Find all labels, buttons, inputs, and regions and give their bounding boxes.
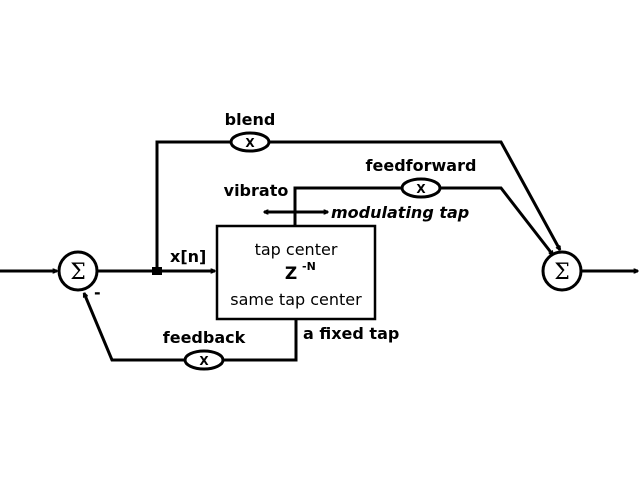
blend-label: blend: [225, 110, 276, 129]
blend-multiplier: X: [229, 131, 271, 153]
delay-top-text: tap center: [255, 240, 338, 259]
feedforward-path-out: [440, 186, 555, 255]
input-signal-label: x[n]: [170, 247, 206, 266]
feedback-label: feedback: [163, 328, 246, 347]
sigma-icon: Σ: [70, 260, 86, 285]
multiply-icon: X: [199, 354, 209, 368]
feedback-multiplier: X: [183, 349, 225, 371]
delay-operator: Z: [285, 264, 297, 284]
feedforward-multiplier: X: [400, 177, 442, 199]
input-summer: Σ: [57, 250, 99, 292]
delay-block: tap center Z -N same tap center: [215, 224, 377, 321]
feedback-path-in: [223, 319, 298, 362]
multiply-icon: X: [245, 136, 255, 150]
sigma-icon: Σ: [554, 260, 570, 285]
modulating-tap-label: modulating tap: [331, 203, 469, 222]
feedback-path-out: [82, 293, 185, 362]
multiply-icon: X: [416, 182, 426, 196]
blend-path-out: [269, 140, 562, 250]
delay-exponent: -N: [302, 260, 316, 273]
output-summer: Σ: [541, 250, 583, 292]
fixed-tap-label: a fixed tap: [303, 324, 399, 343]
vibrato-label: vibrato: [224, 181, 289, 200]
minus-sign: -: [94, 283, 101, 302]
blend-path-in: [155, 140, 231, 271]
feedforward-label: feedforward: [366, 156, 477, 175]
delay-bottom-text: same tap center: [230, 290, 362, 309]
